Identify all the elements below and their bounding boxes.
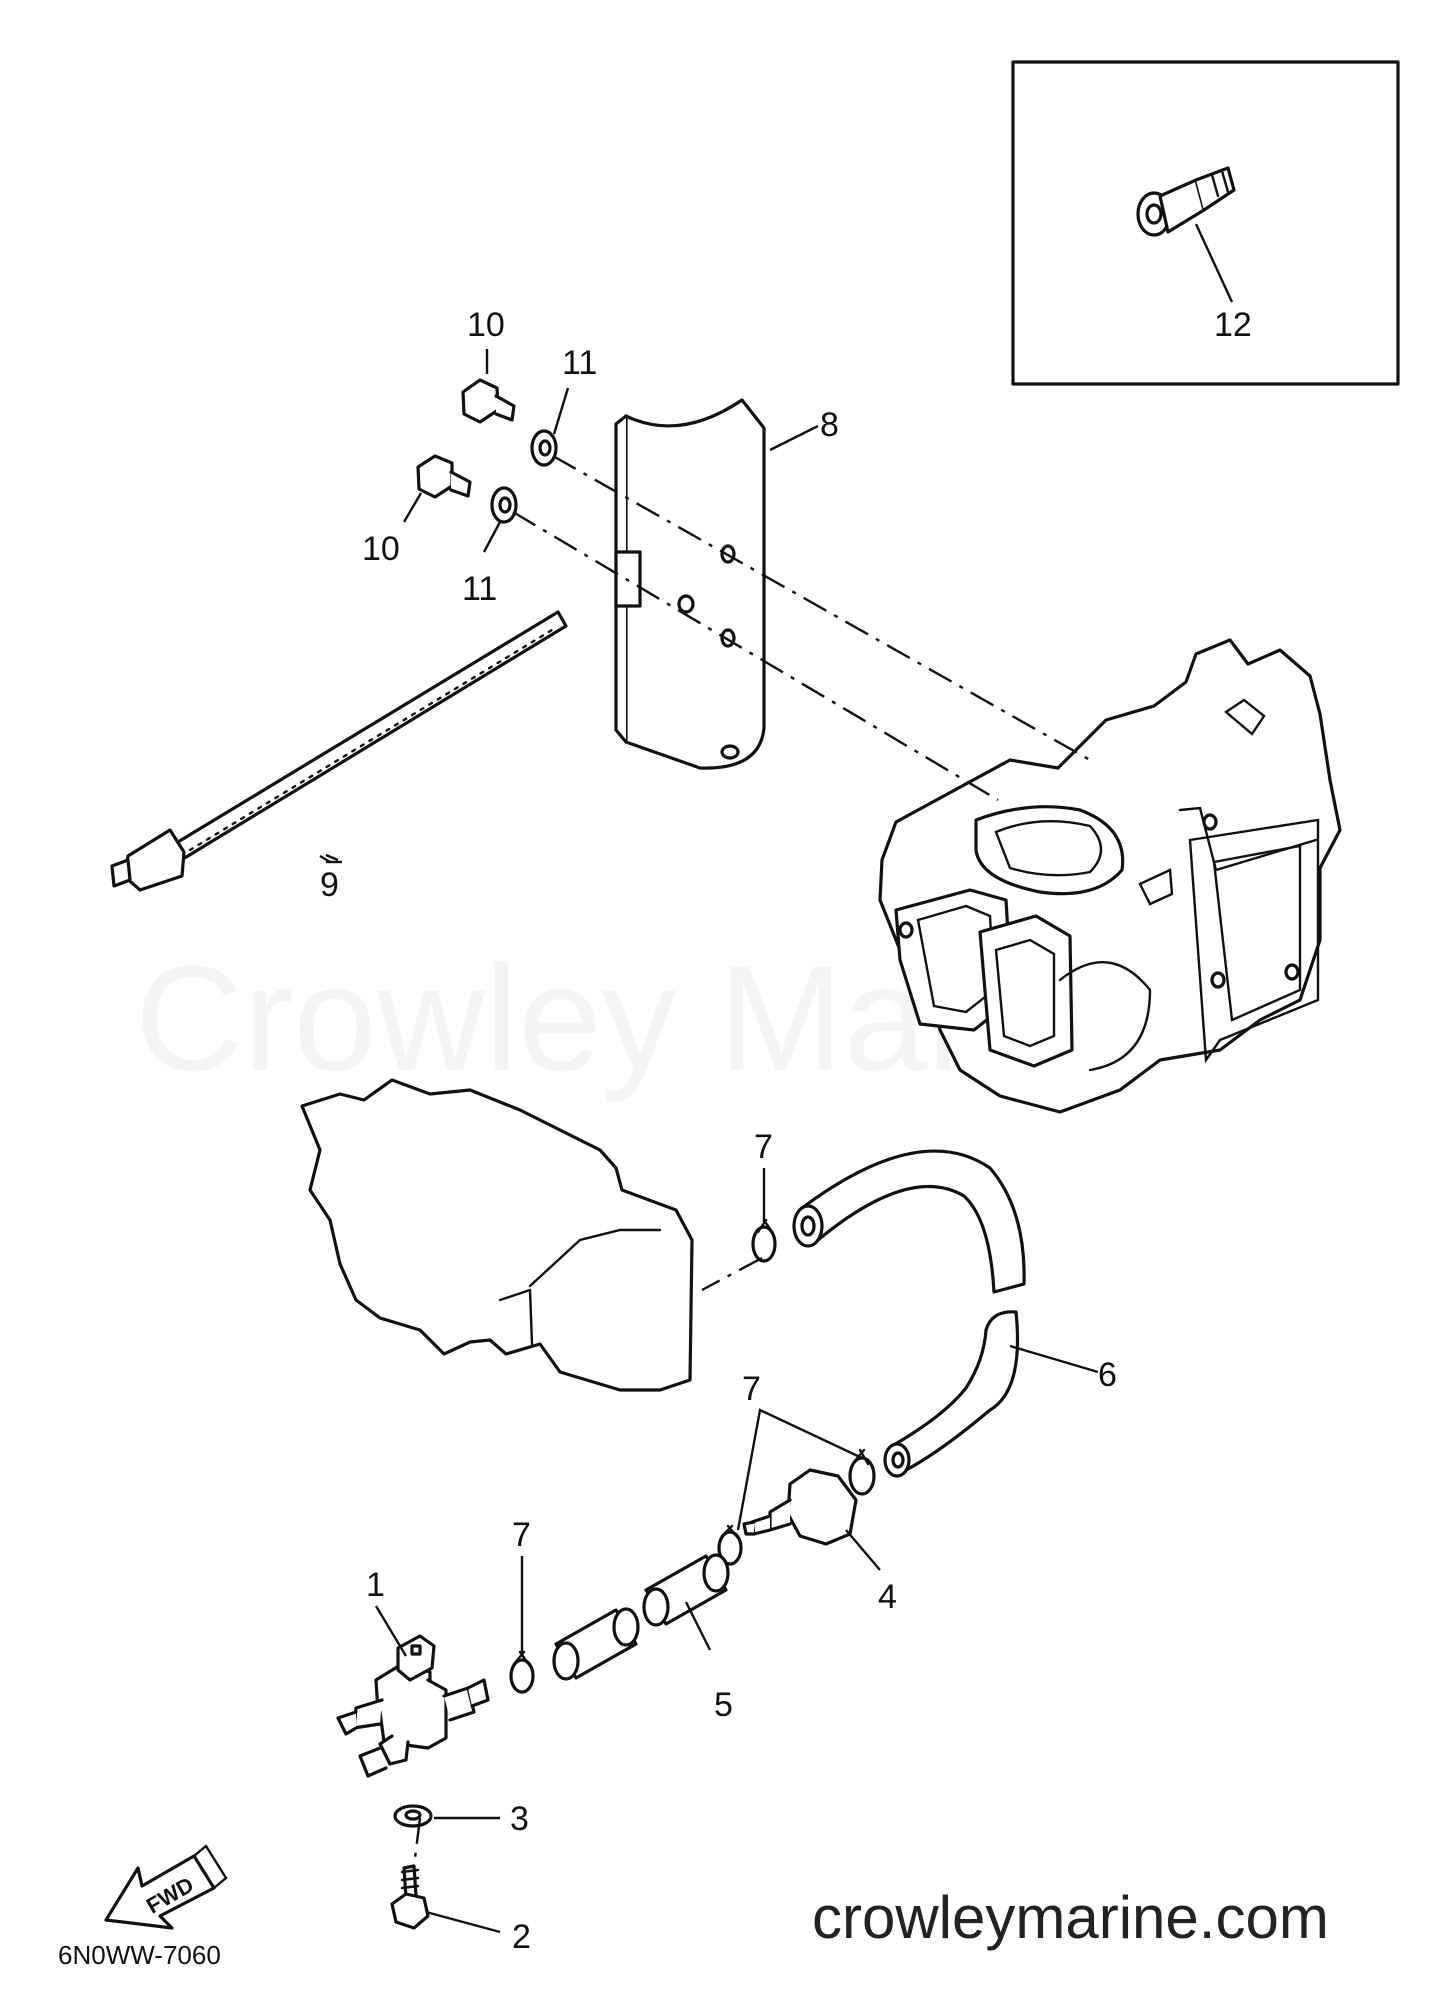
callout-11-upper: 11 [562,344,597,382]
callout-1: 1 [366,1566,385,1604]
part-7-clip-mid-right [848,1448,876,1496]
part-8-cover [614,398,766,770]
callout-8: 8 [820,406,839,444]
part-1-fuel-cock [336,1634,490,1778]
callout-11-lower: 11 [462,570,497,608]
part-12-fitting [1136,166,1236,237]
callout-10-upper: 10 [467,306,505,344]
callout-4: 4 [878,1578,897,1616]
alignment-lines [412,454,1091,1867]
part-3-washer [393,1804,433,1828]
part-10-bolt-lower [416,454,472,499]
part-6-fuel-hose [792,1149,1026,1478]
part-11-washer-lower [490,486,518,524]
part-5-hose [552,1553,730,1681]
fwd-arrow-icon: FWD [104,1844,228,1930]
callout-6: 6 [1098,1356,1117,1394]
callout-labels: 12 10 11 8 10 11 9 7 6 7 4 7 1 5 3 2 [320,306,1252,1956]
carburetor-intake [300,1078,694,1392]
part-7-clip-lower [509,1650,535,1694]
callout-2: 2 [512,1918,531,1956]
leader-lines [319,349,1099,1934]
callout-9: 9 [320,866,339,904]
part-7-clip-mid-left [717,1524,743,1566]
callout-7-lower: 7 [512,1516,531,1554]
callout-12: 12 [1214,306,1252,344]
callout-10-lower: 10 [362,530,400,568]
callout-7-mid: 7 [742,1370,761,1408]
part-10-bolt-upper [461,378,516,424]
part-7-clip-top [751,1218,777,1263]
part-9-cable-tie [110,610,568,892]
part-2-screw [390,1864,430,1930]
diagram-code: 6N0WW-7060 [58,1940,221,1970]
website-url: crowleymarine.com [812,1884,1329,1951]
part-4-fuel-joint [742,1468,858,1546]
part-11-washer-upper [530,429,558,467]
engine-cylinder-block [878,638,1342,1114]
inset-box [1011,60,1400,386]
callout-3: 3 [510,1800,529,1838]
callout-5: 5 [714,1686,733,1724]
callout-7-top: 7 [754,1128,773,1166]
